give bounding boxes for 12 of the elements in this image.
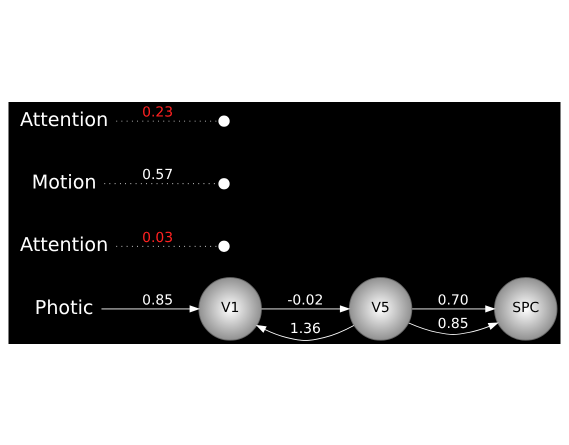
node-text: Motion bbox=[32, 170, 97, 194]
node-text: Photic bbox=[34, 295, 94, 318]
edge-label: 0.57 bbox=[142, 166, 174, 183]
edge-label: 0.70 bbox=[438, 292, 469, 308]
edge-label: 0.03 bbox=[142, 229, 174, 246]
edge-label: -0.02 bbox=[287, 292, 324, 308]
edge-label: 0.85 bbox=[438, 315, 469, 332]
edge-label: 1.36 bbox=[290, 320, 321, 337]
edge-label: 0.23 bbox=[142, 104, 174, 120]
edge-label: 0.85 bbox=[142, 292, 174, 308]
node-text: Attention bbox=[20, 107, 108, 130]
node-text: Attention bbox=[20, 232, 108, 256]
